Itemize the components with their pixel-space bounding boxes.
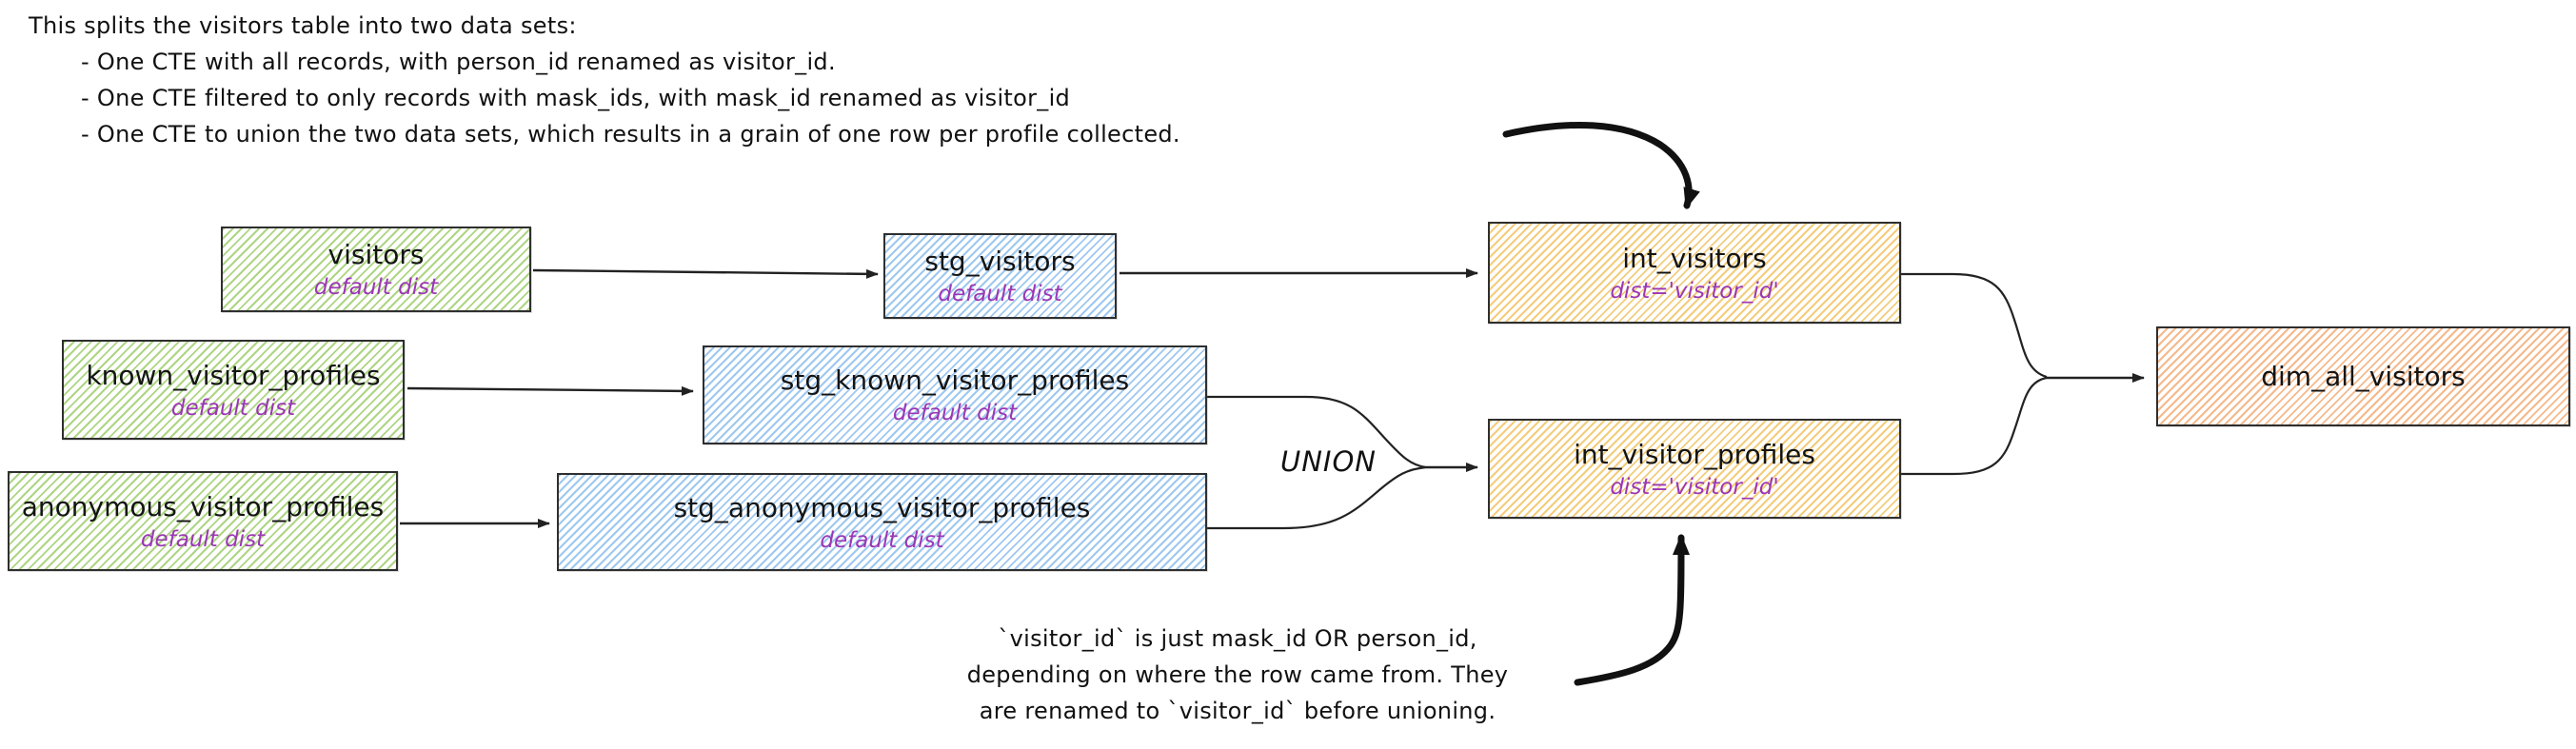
node-title: stg_visitors — [924, 246, 1076, 277]
annotation-arrow-top — [1502, 121, 1700, 209]
node-title: stg_known_visitor_profiles — [780, 365, 1130, 396]
node-title: visitors — [327, 239, 425, 270]
node-title: anonymous_visitor_profiles — [21, 490, 385, 522]
bottom-annotation-line-1: `visitor_id` is just mask_id OR person_i… — [998, 625, 1477, 652]
node-stg-anonymous-visitor-profiles: stg_anonymous_visitor_profiles default d… — [557, 473, 1207, 571]
arrow-known-to-stg-known — [406, 385, 694, 396]
node-dist-label: default dist — [938, 282, 1062, 306]
node-dim-all-visitors: dim_all_visitors — [2156, 326, 2570, 426]
node-dist-label: default dist — [170, 395, 296, 421]
node-dist-label: default dist — [892, 401, 1018, 425]
top-annotation-bullet-1: - One CTE with all records, with person_… — [81, 49, 836, 75]
node-int-visitors: int_visitors dist='visitor_id' — [1488, 222, 1901, 324]
node-dist-label: default dist — [820, 527, 944, 553]
arrow-visitors-to-stg-visitors — [532, 268, 879, 279]
node-stg-known-visitor-profiles: stg_known_visitor_profiles default dist — [703, 345, 1207, 444]
merge-curve-int-visitor-profiles — [1901, 376, 2048, 476]
bottom-annotation-line-2: depending on where the row came from. Th… — [966, 661, 1509, 688]
bottom-annotation: `visitor_id` is just mask_id OR person_i… — [904, 621, 1571, 729]
node-visitors: visitors default dist — [221, 227, 531, 312]
node-anonymous-visitor-profiles: anonymous_visitor_profiles default dist — [8, 471, 398, 571]
bottom-annotation-line-3: are renamed to `visitor_id` before union… — [979, 698, 1496, 724]
node-int-visitor-profiles: int_visitor_profiles dist='visitor_id' — [1488, 419, 1901, 519]
annotation-arrow-bottom — [1574, 534, 1690, 686]
node-title: int_visitor_profiles — [1574, 438, 1815, 470]
node-dist-label: default dist — [140, 526, 266, 552]
node-stg-visitors: stg_visitors default dist — [883, 233, 1117, 319]
node-title: stg_anonymous_visitor_profiles — [673, 491, 1091, 523]
node-title: int_visitors — [1622, 242, 1767, 274]
top-annotation-bullet-2: - One CTE filtered to only records with … — [81, 85, 1071, 111]
top-annotation-intro: This splits the visitors table into two … — [29, 12, 577, 39]
node-title: dim_all_visitors — [2261, 361, 2466, 392]
node-title: known_visitor_profiles — [86, 359, 381, 391]
node-known-visitor-profiles: known_visitor_profiles default dist — [62, 340, 405, 440]
union-label: UNION — [1280, 445, 1377, 478]
node-dist-label: dist='visitor_id' — [1610, 278, 1779, 304]
top-annotation-bullet-3: - One CTE to union the two data sets, wh… — [81, 121, 1180, 148]
merge-curve-int-visitors — [1901, 272, 2048, 379]
node-dist-label: default dist — [313, 275, 439, 300]
node-dist-label: dist='visitor_id' — [1610, 474, 1779, 500]
